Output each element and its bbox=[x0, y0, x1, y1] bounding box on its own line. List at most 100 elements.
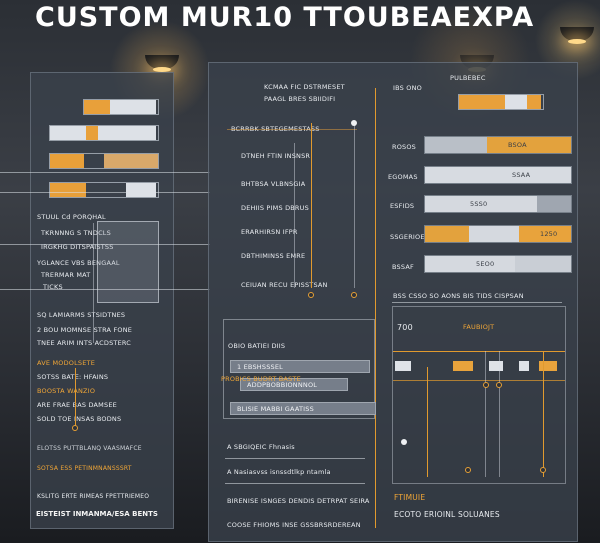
right-row-control[interactable] bbox=[424, 166, 572, 184]
slider-track bbox=[354, 123, 355, 288]
right-row-label: SSGERIOE bbox=[390, 233, 425, 241]
note-divider bbox=[225, 458, 365, 459]
chart-chip bbox=[489, 361, 503, 371]
right-row-value: 1250 bbox=[540, 230, 558, 238]
center-subheader: PAAGL BRES SBIIDIFI bbox=[264, 95, 336, 103]
lower-row-label: PROBICS BUDRT BASTE bbox=[221, 375, 301, 383]
page-title: CUSTOM MUR10 TTOUBEAEXPA bbox=[35, 2, 535, 33]
center-row-label: BHTBSA VLBNSGIA bbox=[241, 180, 306, 188]
center-row-label: DTNEH FTIN INSNSR bbox=[241, 152, 311, 160]
right-row-control[interactable] bbox=[424, 195, 572, 213]
chart-area: 700 FAUBIOJT bbox=[392, 306, 566, 484]
guide-line bbox=[0, 289, 210, 290]
lower-row[interactable]: 1 EBSHSSSEL bbox=[230, 360, 370, 373]
left-row-label: SOLD TOE INSAS BODNS bbox=[37, 415, 122, 423]
right-row-value: 5SS0 bbox=[470, 200, 488, 208]
chart-chip bbox=[539, 361, 557, 371]
left-row-label: YGLANCE VBS BENGAAL bbox=[37, 259, 120, 267]
center-note: COOSE FHIOMS INSE GSSBRSRDEREAN bbox=[227, 521, 361, 529]
chart-marker bbox=[499, 351, 500, 477]
divider bbox=[375, 88, 376, 528]
slider-track bbox=[311, 123, 312, 288]
left-footer-line: KSLITG ERTE RIMEAS FPETTRIEMEO bbox=[37, 493, 150, 500]
center-header: KCMAA FIC DSTRMESET bbox=[264, 83, 345, 91]
toggle-3[interactable] bbox=[49, 153, 159, 169]
right-row-value: SSAA bbox=[512, 171, 531, 179]
chart-caption: ECOTO ERIOINL SOLUANES bbox=[394, 510, 500, 519]
chart-chip bbox=[453, 361, 473, 371]
right-row-value: BSOA bbox=[508, 141, 527, 149]
chart-point bbox=[465, 467, 471, 473]
row-guide bbox=[227, 129, 357, 130]
chart-header: BSS CSSO SO AONS BIS TIDS CISPSAN bbox=[393, 292, 524, 300]
chart-rule bbox=[393, 351, 565, 352]
left-row-label: TNEE ARIM INTS ACDSTERC bbox=[37, 339, 132, 347]
left-row-label: TKRNNNG S TNDCLS bbox=[41, 229, 111, 237]
chart-value: 700 bbox=[397, 323, 413, 332]
ceiling-lamp bbox=[560, 27, 594, 44]
chart-marker bbox=[427, 367, 428, 477]
toggle-1[interactable] bbox=[83, 99, 159, 115]
chart-point bbox=[401, 439, 407, 445]
right-row-control[interactable] bbox=[424, 255, 572, 273]
center-row-label: CEIUAN RECU EPISSTSAN bbox=[241, 281, 328, 289]
bottom-text: EISTEIST INMANMA/ESA BENTS bbox=[36, 510, 158, 518]
note-divider bbox=[225, 483, 365, 484]
right-header: PULBEBEC bbox=[450, 74, 486, 82]
right-row-label: ROSOS bbox=[392, 143, 417, 151]
chart-header-rule bbox=[392, 302, 562, 303]
left-row-label: BOOSTA WANZIO bbox=[37, 387, 96, 395]
right-row-label: EGOMAS bbox=[388, 173, 418, 181]
lower-header: OBIO BATIEI DIIS bbox=[228, 342, 286, 350]
left-row-label: TICKS bbox=[43, 283, 63, 291]
chart-point bbox=[483, 382, 489, 388]
center-note: A SBGIQEIC Fhnasis bbox=[227, 443, 295, 451]
center-row-label: ERARHIRSN IFPR bbox=[241, 228, 298, 236]
guide-line bbox=[0, 244, 210, 245]
center-row-label: DEHIIS PIMS DBRUS bbox=[241, 204, 309, 212]
left-panel: STUUL Cd PORQHAL TKRNNNG S TNDCLS IRGKHG… bbox=[30, 72, 174, 529]
guide-line bbox=[0, 172, 210, 173]
right-row-label: BSSAF bbox=[392, 263, 414, 271]
chart-rule bbox=[393, 380, 565, 381]
left-row-label: IRGKHG DITSPAISTSS bbox=[41, 243, 114, 251]
center-note: BIRENISE ISNGES DENDIS DETRPAT SEIRA bbox=[227, 497, 370, 505]
chart-marker bbox=[485, 351, 486, 477]
chart-legend: FAUBIOJT bbox=[463, 323, 495, 331]
right-row-label: ESFIDS bbox=[390, 202, 415, 210]
left-preview-box bbox=[97, 221, 159, 303]
center-note: A Nasiasvss isnssdtlkp ntamla bbox=[227, 468, 331, 476]
lower-row[interactable]: BLISIE MABBI GAATISS bbox=[230, 402, 376, 415]
lower-row[interactable]: ADDPBOBBIONNNOL bbox=[240, 378, 348, 391]
slider-handle[interactable] bbox=[351, 292, 357, 298]
lower-group: OBIO BATIEI DIIS 1 EBSHSSSEL ADDPBOBBION… bbox=[223, 319, 376, 419]
right-row-control[interactable] bbox=[424, 225, 572, 243]
chart-chip bbox=[519, 361, 529, 371]
chart-point bbox=[540, 467, 546, 473]
connector-node bbox=[72, 425, 78, 431]
right-row-value: 5EO0 bbox=[476, 260, 495, 268]
left-footer-line: SOTSA ESS PETINMNANSSSRT bbox=[37, 465, 132, 472]
left-row-label: ARE FRAE BAS DAMSEE bbox=[37, 401, 117, 409]
left-row-label: AVE MODOLSETE bbox=[37, 359, 96, 367]
mode-toggle[interactable] bbox=[458, 94, 544, 110]
left-row-label: 2 BOU MOMNSE STRA FONE bbox=[37, 326, 133, 334]
slider-track bbox=[294, 143, 295, 288]
right-subheader: IBS ONO bbox=[393, 84, 422, 92]
chart-marker bbox=[543, 351, 544, 477]
chart-footer: FTIMUIE bbox=[394, 493, 426, 502]
left-row-label: SOTSS BATE: HFAINS bbox=[37, 373, 109, 381]
toggle-4[interactable] bbox=[49, 182, 159, 198]
slider-handle[interactable] bbox=[308, 292, 314, 298]
left-row-label: STUUL Cd PORQHAL bbox=[37, 213, 106, 221]
toggle-2[interactable] bbox=[49, 125, 159, 141]
chart-point bbox=[496, 382, 502, 388]
slider-handle[interactable] bbox=[351, 120, 357, 126]
guide-line bbox=[0, 192, 210, 193]
connector-line bbox=[93, 223, 94, 343]
left-footer-line: ELOTSS PUTTBLANQ VAASMAFCE bbox=[37, 445, 142, 452]
left-row-label: TRERMAR MAT bbox=[41, 271, 91, 279]
right-row-control[interactable] bbox=[424, 136, 572, 154]
ceiling-lamp bbox=[145, 55, 179, 72]
center-row-label: DBTHIMINSS EMRE bbox=[241, 252, 306, 260]
